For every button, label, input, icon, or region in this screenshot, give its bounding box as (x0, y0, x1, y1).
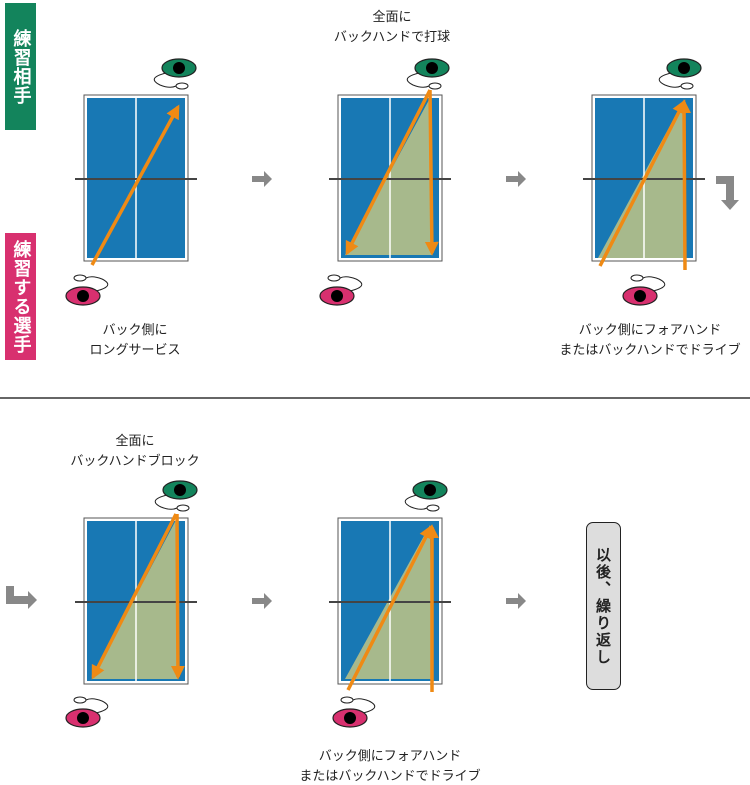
ball-path-arrow (91, 513, 178, 680)
pupil (173, 62, 185, 74)
pupil (77, 290, 89, 302)
ball-path-arrow (346, 524, 433, 691)
pupil (634, 290, 646, 302)
pupil (426, 62, 438, 74)
eye-tail (404, 494, 440, 512)
pupil (174, 484, 186, 496)
pupil (331, 290, 343, 302)
ball-path-arrow (90, 104, 180, 266)
step5-caption: バック側にフォアハンドまたはバックハンドでドライブ (299, 749, 481, 784)
opponent-label: 練習相手 (5, 3, 36, 130)
pupil (77, 712, 89, 724)
turn-right-arrow-icon (6, 586, 37, 609)
ball-path-arrow (598, 99, 686, 267)
eye-tail (406, 72, 442, 90)
ball-path-arrow (345, 89, 432, 256)
eye-tail (630, 274, 666, 292)
player-label: 練習する選手 (5, 233, 36, 360)
eye-tail (154, 494, 190, 512)
pupil (344, 712, 356, 724)
next-step-arrow-icon (252, 171, 272, 187)
eye-tail (327, 274, 363, 292)
ball-path-arrow (424, 89, 439, 256)
next-step-arrow-icon (506, 593, 526, 609)
turn-down-arrow-icon (716, 176, 739, 210)
eye-tail (73, 274, 109, 292)
next-step-arrow-icon (506, 171, 526, 187)
eye-tail (340, 696, 376, 714)
step3-caption: バック側にフォアハンドまたはバックハンドでドライブ (559, 323, 741, 358)
next-step-arrow-icon (252, 593, 272, 609)
pupil (678, 62, 690, 74)
ball-path-arrow (677, 99, 692, 271)
ball-path-arrow (170, 513, 185, 680)
pupil (424, 484, 436, 496)
step1-caption: バック側にロングサービス (89, 323, 181, 358)
step4-caption: 全面にバックハンドブロック (70, 434, 200, 469)
eye-tail (658, 72, 694, 90)
repeat-box: 以後、繰り返し (586, 522, 621, 690)
eye-tail (153, 72, 189, 90)
eye-tail (73, 696, 109, 714)
step2-caption: 全面にバックハンドで打球 (333, 10, 451, 45)
